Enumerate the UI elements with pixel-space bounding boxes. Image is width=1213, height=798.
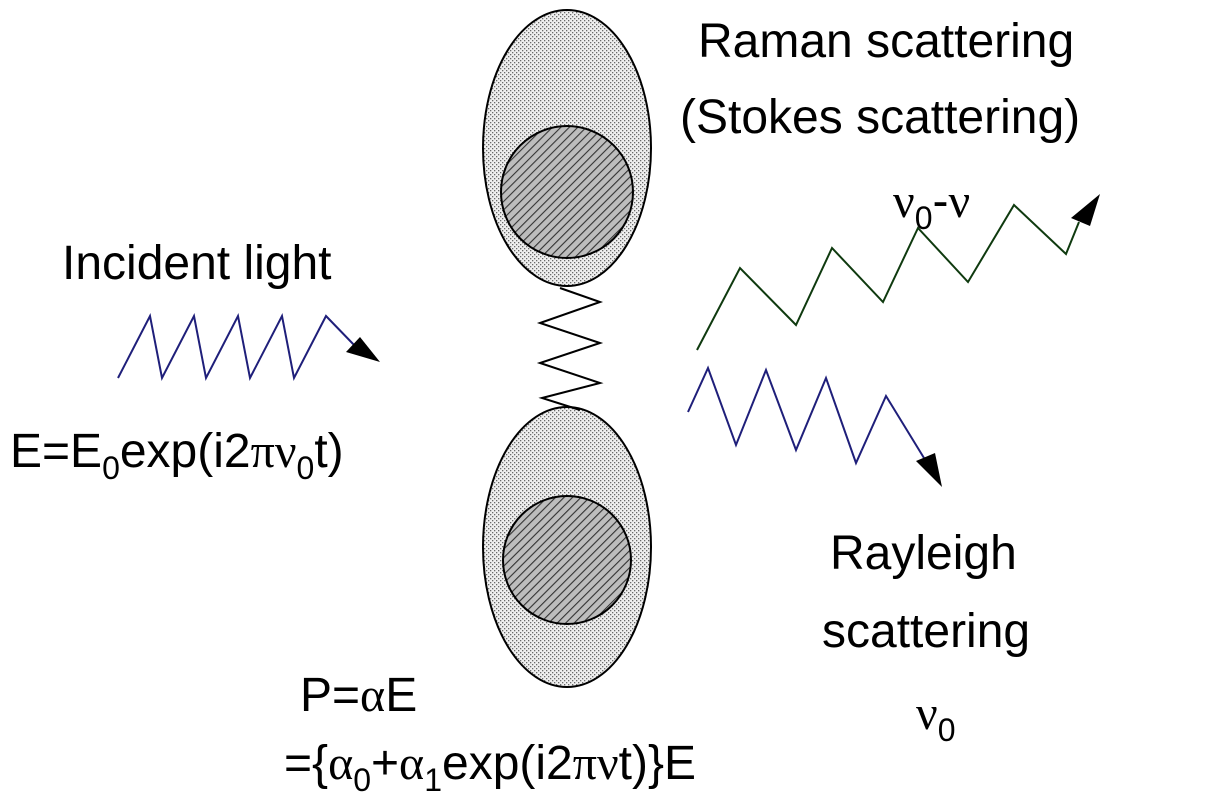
rayleigh-title-line1: Rayleigh xyxy=(830,527,1017,580)
raman-title-line1: Raman scattering xyxy=(698,15,1075,68)
incident-wave xyxy=(117,312,357,382)
incident-title: Incident light xyxy=(62,237,332,290)
raman-arrowhead xyxy=(1071,194,1100,226)
lower-nucleus xyxy=(502,495,632,625)
bond-spring xyxy=(536,287,604,411)
rayleigh-title-line2: scattering xyxy=(822,605,1031,658)
raman-title-line2: (Stokes scattering) xyxy=(680,91,1081,144)
rayleigh-arrowhead xyxy=(916,453,942,487)
rayleigh-frequency: ν0 xyxy=(916,687,956,748)
raman-frequency: ν0-ν xyxy=(893,175,971,236)
raman-wave xyxy=(696,203,1080,351)
polarization-equation-line2: ={α0+α1exp(i2πνt)}E xyxy=(284,737,697,798)
incident-equation: E=E0exp(i2πν0t) xyxy=(10,425,344,486)
upper-nucleus xyxy=(500,125,634,259)
rayleigh-wave xyxy=(687,365,925,466)
incident-arrowhead xyxy=(346,337,380,362)
polarization-equation-line1: P=αE xyxy=(300,669,418,722)
